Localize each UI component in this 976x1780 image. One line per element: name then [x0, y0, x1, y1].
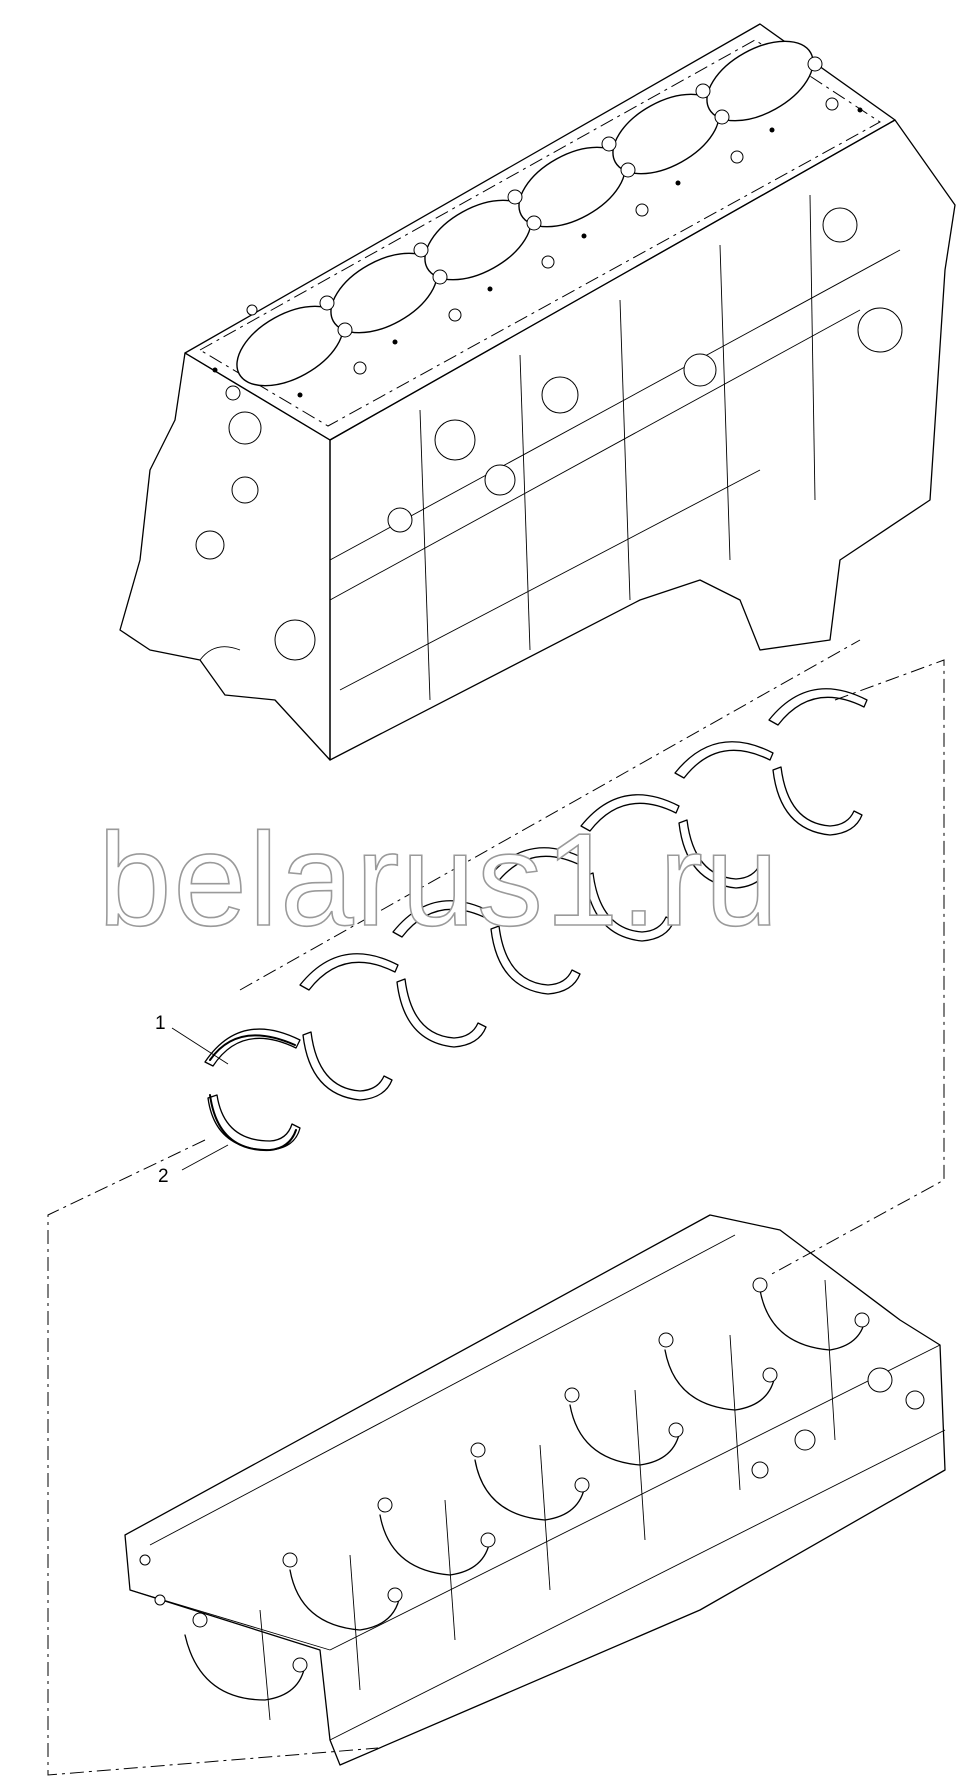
leader-line-2: [181, 1144, 229, 1171]
callout-1: 1: [155, 1013, 166, 1034]
assembly-guide-right: [769, 659, 945, 1276]
bearing-saddles: [184, 1289, 866, 1701]
bearing-shells-upper-row: [204, 688, 868, 1067]
bearing-shell-pair-front: [209, 1034, 297, 1152]
lower-bearing-shell: [209, 1094, 297, 1152]
frame-bolt-holes: [139, 1277, 925, 1673]
crank-axis-line: [239, 639, 861, 991]
upper-bearing-shell: [209, 1034, 296, 1061]
leader-line-1: [171, 1027, 229, 1065]
watermark-text: belarus1.ru: [98, 806, 780, 953]
cylinder-bores: [236, 40, 814, 387]
callout-2: 2: [158, 1166, 169, 1187]
assembly-guide-left: [47, 1139, 379, 1776]
callouts: 1 2: [155, 1013, 229, 1187]
frame-outline: [124, 1214, 946, 1766]
cylinder-block: [119, 23, 956, 761]
deck-bolt-holes: [212, 56, 863, 401]
bearing-ladder-frame: [124, 1214, 946, 1766]
block-front-face: [119, 352, 331, 761]
